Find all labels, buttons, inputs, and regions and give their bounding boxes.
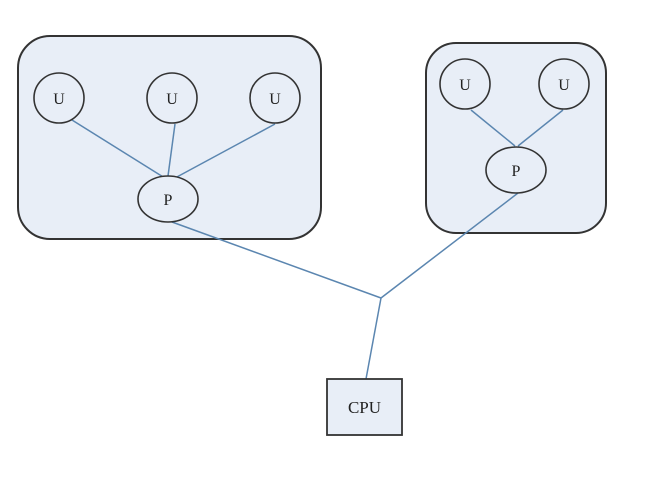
user-node-label: U bbox=[53, 91, 65, 108]
processor-node-left-label: P bbox=[164, 192, 173, 209]
user-node-label: U bbox=[166, 91, 178, 108]
left-group-box bbox=[17, 35, 322, 240]
processor-node-right-label: P bbox=[512, 163, 521, 180]
edge-left-u1-p bbox=[71, 119, 169, 181]
edge-left-u2-p bbox=[167, 123, 176, 177]
edge-left-p-junction bbox=[171, 221, 382, 299]
user-node bbox=[439, 58, 491, 110]
edge-right-u1-p bbox=[470, 109, 516, 147]
processor-node-right bbox=[485, 146, 547, 194]
user-node-label: U bbox=[269, 91, 281, 108]
user-node bbox=[249, 72, 301, 124]
user-node-label: U bbox=[558, 77, 570, 94]
edge-right-p-junction bbox=[380, 192, 519, 299]
edge-right-u2-p bbox=[517, 109, 564, 147]
cpu-label: CPU bbox=[348, 398, 381, 417]
processor-node-left bbox=[137, 175, 199, 223]
user-node bbox=[33, 72, 85, 124]
user-node-label: U bbox=[459, 77, 471, 94]
user-node bbox=[146, 72, 198, 124]
edge-left-u3-p bbox=[174, 123, 276, 179]
user-node bbox=[538, 58, 590, 110]
edge-junction-cpu bbox=[365, 297, 382, 380]
cpu-box bbox=[326, 378, 403, 436]
